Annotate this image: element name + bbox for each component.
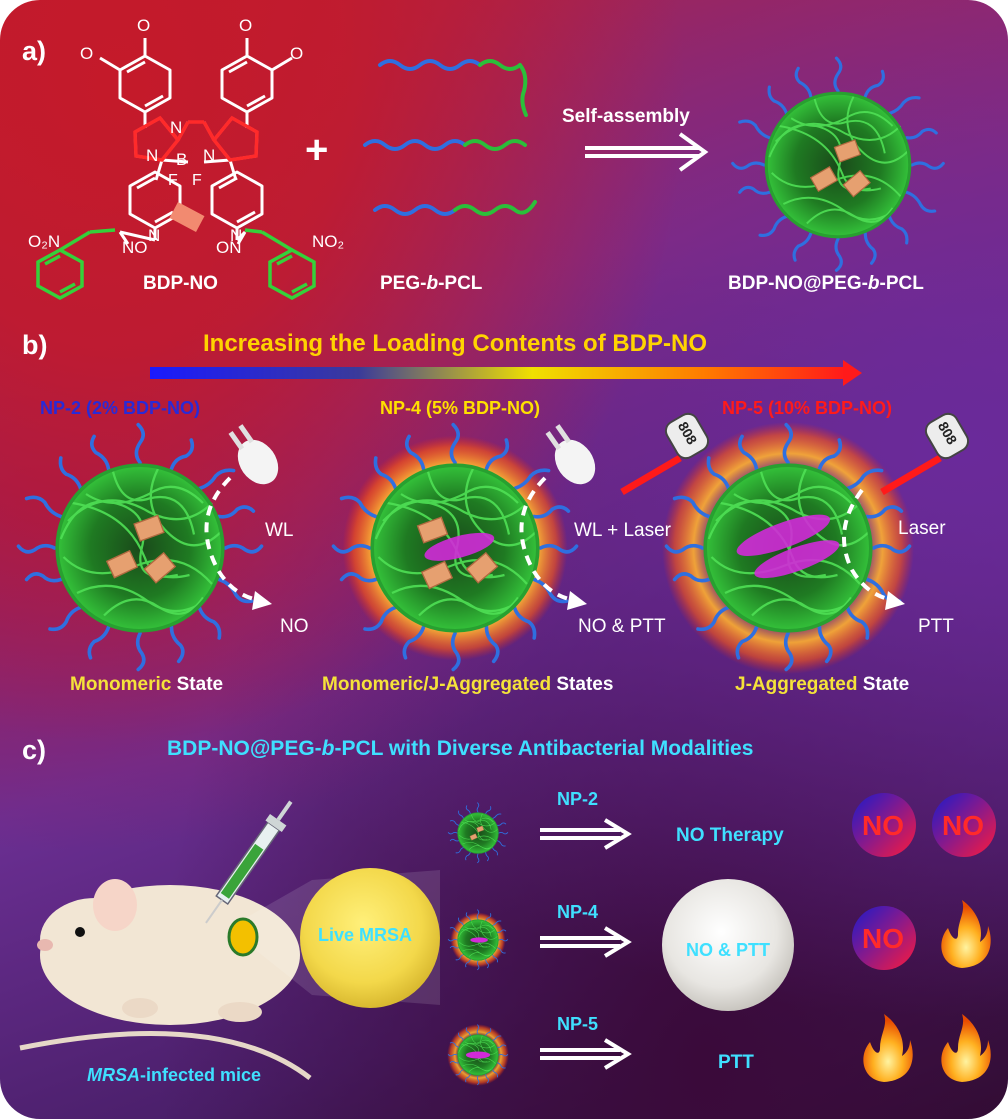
- chem-no-left: NO: [122, 238, 148, 257]
- syringe: [205, 800, 293, 924]
- live-mrsa-label: Live MRSA: [318, 925, 413, 945]
- panel-a-label: a): [22, 36, 47, 66]
- polymer-label: PEG-b-PCL: [380, 273, 483, 294]
- self-assembly-arrow: [585, 132, 709, 172]
- laser-icon-2: [880, 412, 970, 496]
- chem-ome-left: O: [80, 44, 94, 63]
- state-mixed: Monomeric/J-Aggregated States: [322, 674, 614, 695]
- chem-nitro-right: NO₂: [312, 232, 345, 251]
- state-j-aggregated: J-Aggregated State: [735, 674, 910, 695]
- np5-small: [447, 1024, 509, 1086]
- no-badge-2: [932, 793, 996, 857]
- np2-label: NP-2 (2% BDP-NO): [40, 398, 201, 418]
- np4-label: NP-4 (5% BDP-NO): [380, 398, 541, 418]
- chem-n-amine-left: N: [148, 226, 161, 245]
- chem-n-right: N: [203, 146, 216, 165]
- chem-nitro-left: O₂N: [28, 232, 61, 251]
- ptt-label: PTT: [718, 1052, 754, 1073]
- panel-b-label: b): [22, 330, 48, 360]
- self-assembly-label: Self-assembly: [562, 106, 690, 127]
- no-badge-text-2: NO: [942, 810, 984, 841]
- np2-row-label: NP-2: [557, 789, 599, 809]
- flame-icon-3: [941, 1014, 991, 1082]
- dashed-arrows: [204, 476, 893, 602]
- state-monomeric: Monomeric State: [70, 674, 224, 695]
- product-nanoparticle: [731, 56, 945, 272]
- mrsa-mice-label: MRSA-infected mice: [87, 1065, 262, 1085]
- chem-n-bridge: N: [170, 118, 183, 137]
- laser-label: Laser: [898, 518, 946, 539]
- chem-ome-left-top: O: [137, 16, 151, 35]
- no-bonds: [118, 230, 247, 245]
- chem-f-right: F: [192, 172, 202, 189]
- no-badge-1: [852, 793, 916, 857]
- np5-label: NP-5 (10% BDP-NO): [722, 398, 893, 418]
- np4-nanoparticle: [331, 422, 579, 672]
- np2-small: [447, 802, 509, 864]
- bdp-no-structure: [99, 38, 293, 240]
- output-ptt: PTT: [918, 616, 954, 637]
- chem-f-left: F: [168, 172, 178, 189]
- loading-title: Increasing the Loading Contents of BDP-N…: [203, 330, 708, 357]
- treatment-arrows: [540, 818, 632, 1070]
- loading-gradient-arrowhead: [843, 360, 862, 386]
- no-therapy-label: NO Therapy: [676, 825, 784, 846]
- no-badge-text-3: NO: [862, 923, 904, 954]
- dashed-arrowheads: [252, 591, 905, 610]
- panel-c-label: c): [22, 735, 47, 765]
- chem-ome-right: O: [290, 44, 304, 63]
- chem-n-left: N: [146, 146, 159, 165]
- bdp-dye-plate: [169, 202, 205, 232]
- bdp-no-core-fill: [133, 115, 259, 162]
- np2-nanoparticle: [16, 422, 264, 672]
- mouse-illustration: [19, 879, 312, 1080]
- wl-label: WL: [265, 520, 294, 541]
- peg-b-pcl-chains: [363, 59, 537, 216]
- white-light-icon-2: [545, 424, 596, 485]
- laser-icon-1: [620, 412, 710, 496]
- np4-small: [447, 909, 509, 971]
- live-mrsa-bacterium: [300, 868, 440, 1008]
- flame-icon-1: [941, 900, 991, 968]
- chem-no-right: ON: [216, 238, 242, 257]
- dead-mrsa-bacterium: [662, 879, 794, 1011]
- chem-b: B: [176, 150, 188, 169]
- product-label: BDP-NO@PEG-b-PCL: [728, 273, 924, 294]
- nitrobenzyl-groups: [36, 228, 316, 300]
- flame-icon-2: [863, 1014, 913, 1082]
- chem-n-amine-right: N: [230, 226, 243, 245]
- loading-gradient-bar: [150, 367, 845, 379]
- chem-ome-right-top: O: [239, 16, 253, 35]
- plus-sign: +: [305, 128, 329, 172]
- wl-laser-label: WL + Laser: [574, 520, 671, 541]
- no-ptt-label: NO & PTT: [686, 940, 770, 960]
- output-no: NO: [280, 616, 309, 637]
- white-light-icon-1: [228, 424, 279, 485]
- bdp-no-label: BDP-NO: [143, 273, 218, 294]
- output-no-ptt: NO & PTT: [578, 616, 666, 637]
- np5-row-label: NP-5: [557, 1014, 599, 1034]
- panel-c-title: BDP-NO@PEG-b-PCL with Diverse Antibacter…: [167, 737, 754, 760]
- no-badge-text-1: NO: [862, 810, 904, 841]
- np5-nanoparticle: [662, 422, 914, 674]
- no-badge-3: [852, 906, 916, 970]
- np4-row-label: NP-4: [557, 902, 599, 922]
